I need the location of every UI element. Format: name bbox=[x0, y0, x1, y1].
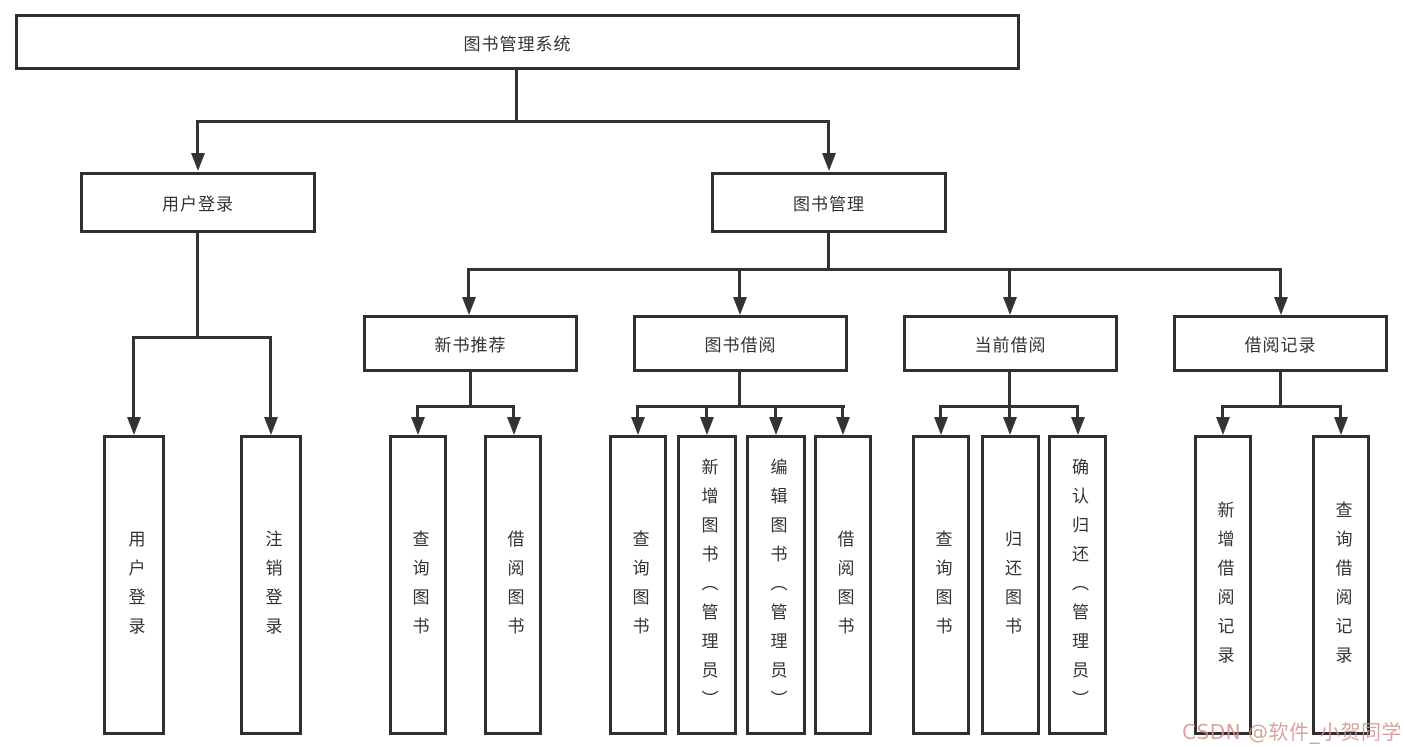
connector-leaf-stem bbox=[512, 405, 515, 417]
watermark: CSDN @软件_小贺同学 bbox=[1182, 716, 1402, 745]
connector-leaf-stem bbox=[416, 405, 419, 417]
leaf-query-book-recommend: 查询图书 bbox=[389, 435, 447, 735]
connector-level3-hline bbox=[467, 268, 1282, 271]
connector-level1-hline bbox=[196, 120, 830, 123]
arrow-down-icon bbox=[822, 153, 836, 171]
arrow-down-icon bbox=[1071, 417, 1085, 435]
connector-leaf-stem bbox=[841, 405, 844, 417]
connector-leaf-stem bbox=[705, 405, 708, 417]
leaf-query-borrow-record-label: 查询借阅记录 bbox=[1331, 501, 1352, 675]
arrow-down-icon bbox=[733, 297, 747, 315]
leaf-query-book-current: 查询图书 bbox=[912, 435, 970, 735]
node-book-borrow: 图书借阅 bbox=[633, 315, 848, 372]
connector-level3-stem bbox=[1008, 268, 1011, 297]
node-new-book-recommend: 新书推荐 bbox=[363, 315, 578, 372]
leaf-logout: 注销登录 bbox=[240, 435, 302, 735]
arrow-down-icon bbox=[507, 417, 521, 435]
arrow-down-icon bbox=[700, 417, 714, 435]
connector-userlogin-down bbox=[196, 233, 199, 336]
connector-bookmgmt-stem bbox=[827, 120, 830, 155]
connector-leaf-stem bbox=[1221, 405, 1224, 417]
leaf-query-book-recommend-label: 查询图书 bbox=[408, 530, 429, 646]
connector-bookmgmt-down bbox=[827, 233, 830, 268]
leaf-borrow-book-label: 借阅图书 bbox=[833, 530, 854, 646]
leaf-confirm-return-admin-label: 确认归还（管理员） bbox=[1068, 457, 1088, 719]
connector-leaf-stem bbox=[774, 405, 777, 417]
connector-currentborrow-down bbox=[1008, 372, 1011, 405]
arrow-down-icon bbox=[1003, 297, 1017, 315]
leaf-query-book-borrow: 查询图书 bbox=[609, 435, 667, 735]
leaf-borrow-book-recommend: 借阅图书 bbox=[484, 435, 542, 735]
connector-leaf-stem bbox=[269, 336, 272, 417]
leaf-query-book-borrow-label: 查询图书 bbox=[628, 530, 649, 646]
node-user-login: 用户登录 bbox=[80, 172, 316, 233]
connector-bookborrow-down bbox=[738, 372, 741, 405]
connector-userlogin-stem bbox=[196, 120, 199, 155]
connector-leaf-stem bbox=[939, 405, 942, 417]
leaf-query-borrow-record: 查询借阅记录 bbox=[1312, 435, 1370, 735]
connector-leaf-stem bbox=[636, 405, 639, 417]
arrow-down-icon bbox=[191, 153, 205, 171]
node-book-management: 图书管理 bbox=[711, 172, 947, 233]
connector-level3-stem bbox=[1279, 268, 1282, 297]
arrow-down-icon bbox=[264, 417, 278, 435]
connector-level3-stem bbox=[467, 268, 470, 297]
arrow-down-icon bbox=[934, 417, 948, 435]
leaf-logout-label: 注销登录 bbox=[261, 530, 282, 646]
node-book-management-label: 图书管理 bbox=[793, 195, 865, 215]
arrow-down-icon bbox=[411, 417, 425, 435]
connector-newbook-down bbox=[469, 372, 472, 405]
node-borrow-records: 借阅记录 bbox=[1173, 315, 1388, 372]
node-borrow-records-label: 借阅记录 bbox=[1244, 336, 1317, 356]
arrow-down-icon bbox=[127, 417, 141, 435]
watermark-text: CSDN @软件_小贺同学 bbox=[1182, 720, 1402, 744]
leaf-borrow-book: 借阅图书 bbox=[814, 435, 872, 735]
arrow-down-icon bbox=[1274, 297, 1288, 315]
arrow-down-icon bbox=[631, 417, 645, 435]
arrow-down-icon bbox=[836, 417, 850, 435]
leaf-return-book: 归还图书 bbox=[981, 435, 1040, 735]
connector-root-stem bbox=[515, 70, 518, 120]
leaf-edit-book-admin-label: 编辑图书（管理员） bbox=[766, 457, 787, 719]
leaf-add-book-admin: 新增图书（管理员） bbox=[677, 435, 737, 735]
arrow-down-icon bbox=[1334, 417, 1348, 435]
arrow-down-icon bbox=[462, 297, 476, 315]
node-current-borrow: 当前借阅 bbox=[903, 315, 1118, 372]
connector-leaf-stem bbox=[1339, 405, 1342, 417]
leaf-return-book-label: 归还图书 bbox=[1001, 530, 1021, 646]
leaf-user-login: 用户登录 bbox=[103, 435, 165, 735]
leaf-query-book-current-label: 查询图书 bbox=[931, 530, 952, 646]
connector-borrowrecords-down bbox=[1279, 372, 1282, 405]
arrow-down-icon bbox=[1216, 417, 1230, 435]
leaf-borrow-book-recommend-label: 借阅图书 bbox=[503, 530, 524, 646]
connector-newbook-hline bbox=[416, 405, 515, 408]
arrow-down-icon bbox=[1003, 417, 1017, 435]
leaf-add-book-admin-label: 新增图书（管理员） bbox=[697, 457, 718, 719]
connector-userlogin-hline bbox=[132, 336, 272, 339]
arrow-down-icon bbox=[769, 417, 783, 435]
node-current-borrow-label: 当前借阅 bbox=[974, 336, 1047, 356]
node-user-login-label: 用户登录 bbox=[162, 195, 234, 215]
node-book-borrow-label: 图书借阅 bbox=[704, 336, 777, 356]
node-root-label: 图书管理系统 bbox=[463, 34, 572, 55]
leaf-confirm-return-admin: 确认归还（管理员） bbox=[1048, 435, 1107, 735]
leaf-add-borrow-record: 新增借阅记录 bbox=[1194, 435, 1252, 735]
leaf-add-borrow-record-label: 新增借阅记录 bbox=[1213, 501, 1234, 675]
connector-bookborrow-hline bbox=[636, 405, 845, 408]
connector-leaf-stem bbox=[1008, 405, 1011, 417]
connector-borrowrecords-hline bbox=[1221, 405, 1342, 408]
leaf-user-login-label: 用户登录 bbox=[124, 530, 145, 646]
connector-leaf-stem bbox=[132, 336, 135, 417]
node-root-library-system: 图书管理系统 bbox=[15, 14, 1020, 70]
connector-leaf-stem bbox=[1076, 405, 1079, 417]
leaf-edit-book-admin: 编辑图书（管理员） bbox=[746, 435, 806, 735]
connector-level3-stem bbox=[738, 268, 741, 297]
node-new-book-recommend-label: 新书推荐 bbox=[434, 336, 507, 356]
